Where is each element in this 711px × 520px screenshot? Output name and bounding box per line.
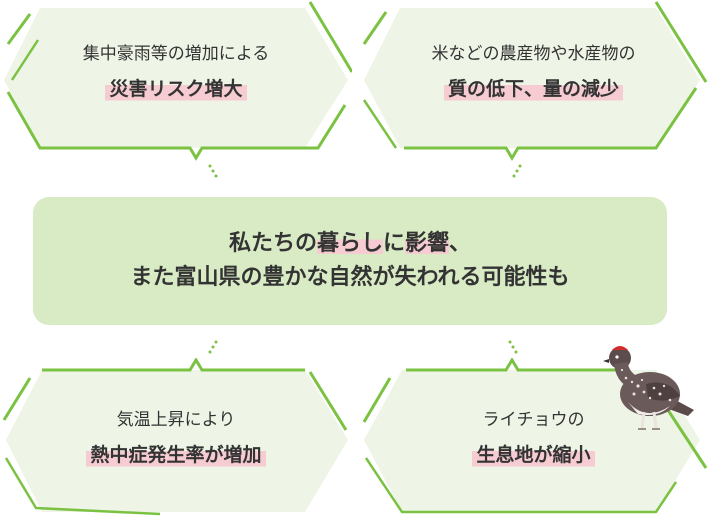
center-highlight-kurashi: 暮らし: [317, 231, 383, 256]
center-line1-post: 、: [449, 231, 471, 256]
card-bl-line2: 熱中症発生率が増加: [86, 442, 265, 468]
center-line2: また富山県の豊かな自然が失われる可能性も: [131, 261, 570, 295]
card-tl-line1: 集中豪雨等の増加による: [83, 42, 270, 66]
center-message-box: 私たちの暮らしに影響、 また富山県の豊かな自然が失われる可能性も: [33, 197, 667, 325]
card-tr-line2: 質の低下、量の減少: [444, 76, 623, 102]
connector-dots-tr: [500, 160, 530, 190]
card-br-line2: 生息地が縮小: [472, 442, 594, 468]
connector-dots-tl: [200, 160, 230, 190]
card-bl-line1: 気温上昇により: [117, 408, 236, 432]
card-heatstroke: 気温上昇により 熱中症発生率が増加: [0, 358, 352, 520]
center-line1: 私たちの暮らしに影響、: [229, 227, 471, 261]
card-tl-line2: 災害リスク増大: [105, 76, 246, 102]
center-line1-mid: に: [383, 231, 405, 256]
center-highlight-eikyou: 影響: [405, 231, 449, 256]
card-br-line1: ライチョウの: [483, 408, 585, 432]
card-tr-line1: 米などの農産物や水産物の: [432, 42, 636, 66]
card-disaster-risk: 集中豪雨等の増加による 災害リスク増大: [0, 0, 352, 168]
card-crop-decline: 米などの農産物や水産物の 質の低下、量の減少: [356, 0, 711, 168]
center-line1-pre: 私たちの: [229, 231, 317, 256]
ptarmigan-icon: [598, 338, 698, 434]
